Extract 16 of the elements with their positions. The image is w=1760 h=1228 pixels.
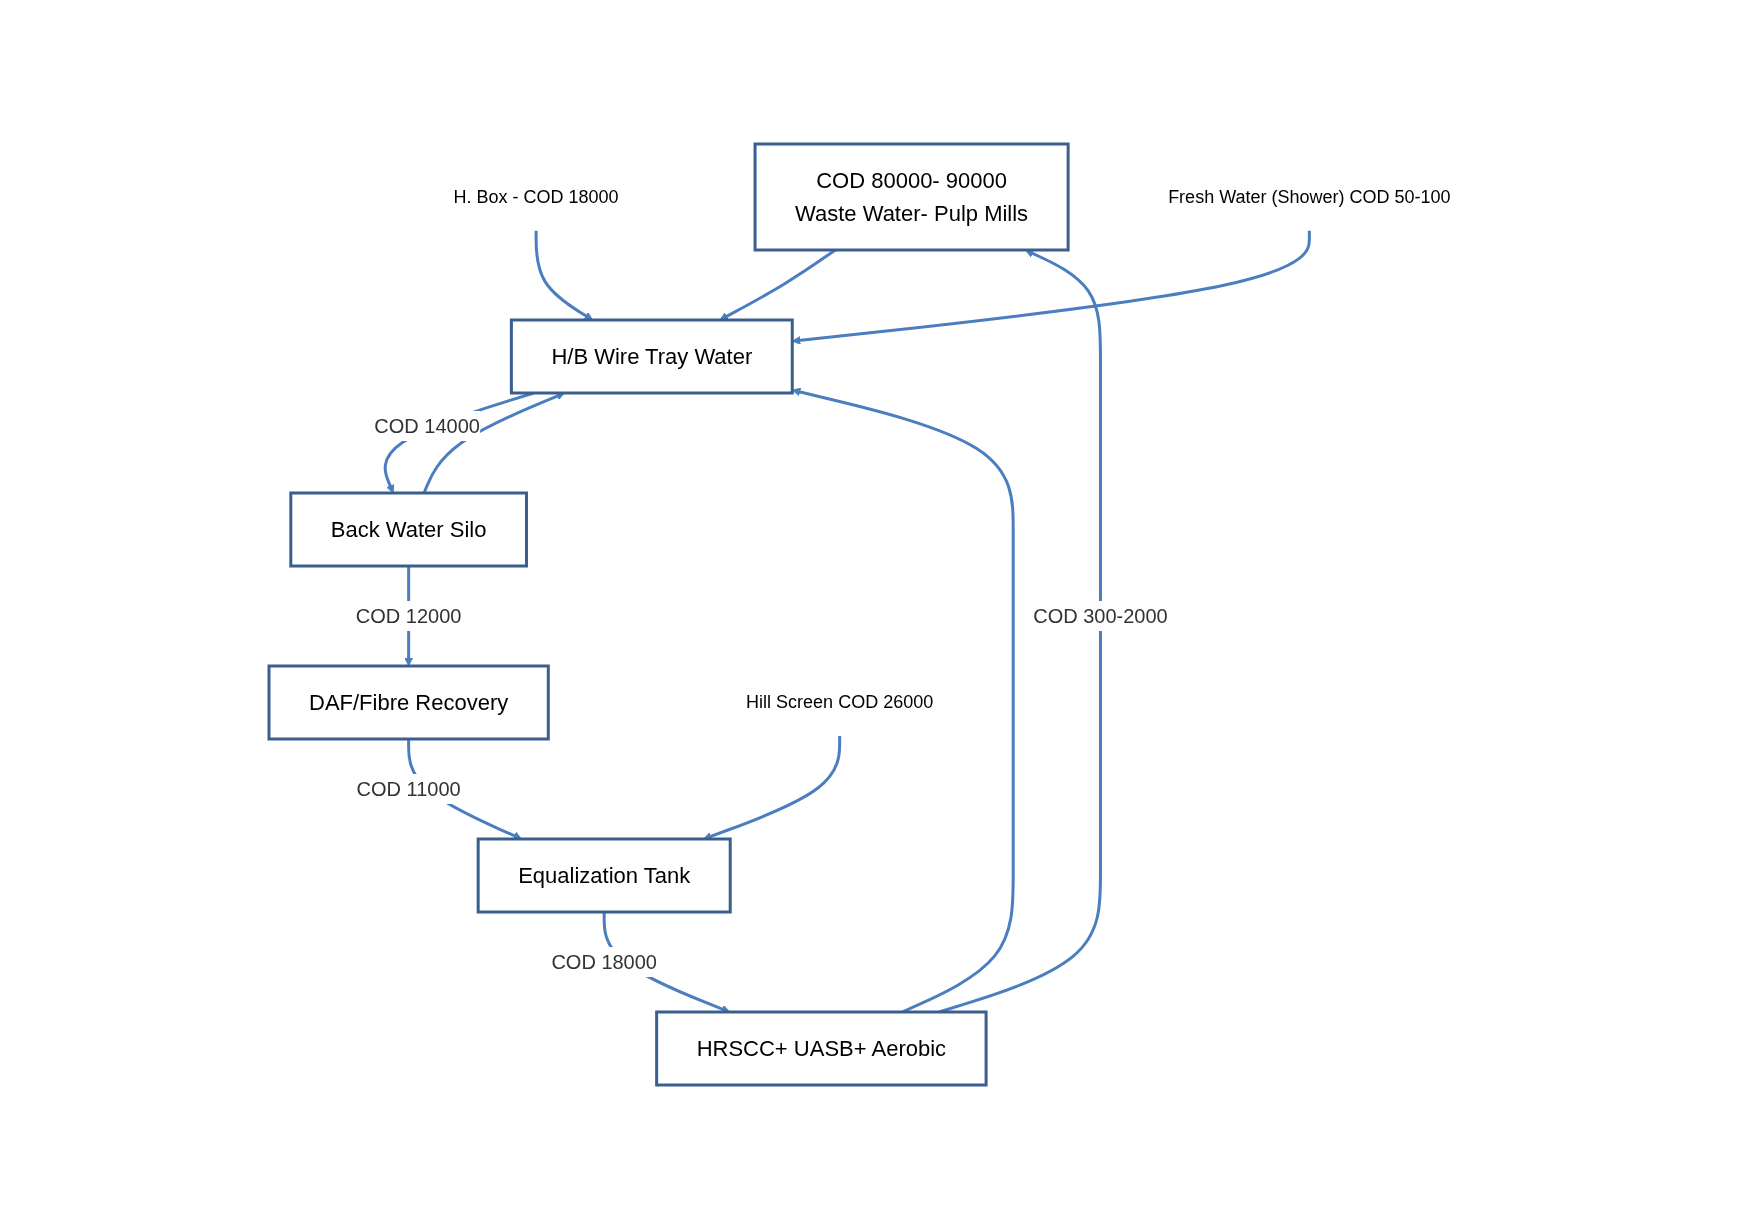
edge-label: COD 300-2000 <box>1033 604 1168 627</box>
arrow <box>534 230 594 320</box>
edge-label: COD 12000 <box>356 604 462 627</box>
node-box: Back Water Silo <box>289 491 529 567</box>
node-box: HRSCC+ UASB+ Aerobic <box>655 1010 988 1086</box>
arrow <box>792 230 1312 345</box>
node-box: COD 80000- 90000 Waste Water- Pulp Mills <box>753 142 1070 251</box>
edge-label: COD 11000 <box>356 777 461 800</box>
node-text: H. Box - COD 18000 <box>453 186 619 206</box>
node-box: H/B Wire Tray Water <box>510 318 794 394</box>
edge-label: COD 18000 <box>551 950 658 973</box>
node-text: Fresh Water (Shower) COD 50-100 <box>1168 186 1451 206</box>
node-text: Hill Screen COD 26000 <box>746 691 934 712</box>
edge-label: COD 14000 <box>374 414 481 437</box>
node-box: DAF/Fibre Recovery <box>267 664 550 740</box>
node-box: Equalization Tank <box>476 837 732 913</box>
